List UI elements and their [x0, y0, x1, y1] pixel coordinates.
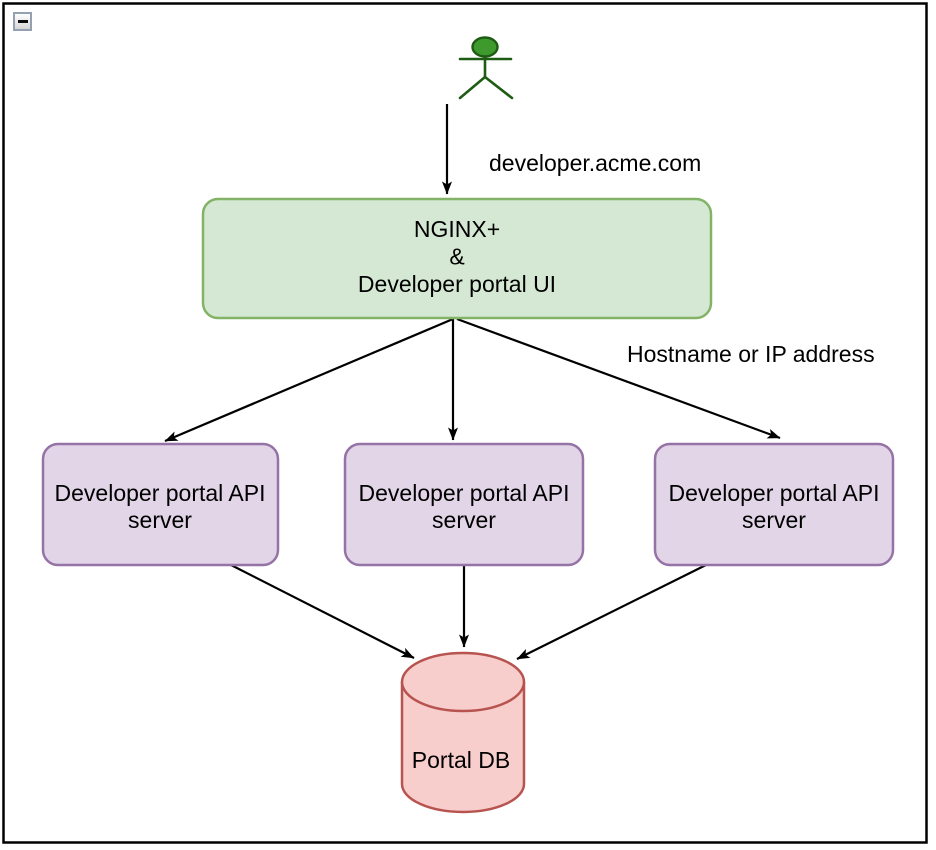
api-server-3-label-line2: server: [742, 507, 806, 533]
api-server-2-label-line2: server: [432, 507, 496, 533]
hostname-edge-label: Hostname or IP address: [627, 341, 875, 367]
actor-left-leg-icon: [458, 75, 487, 100]
api-server-node-1[interactable]: Developer portal API server: [41, 442, 280, 567]
api-server-1-label-line2: server: [128, 507, 192, 533]
db-cylinder-body[interactable]: [400, 682, 526, 814]
db-label: Portal DB: [412, 747, 510, 773]
nginx-label-line2: &: [449, 244, 464, 270]
actor-head-icon: [471, 36, 499, 58]
portal-db-node[interactable]: Portal DB: [400, 651, 526, 814]
api-server-3-shape[interactable]: [653, 442, 895, 567]
request-domain-label: developer.acme.com: [489, 150, 701, 176]
nginx-label-line1: NGINX+: [414, 216, 500, 242]
api-server-1-label-line1: Developer portal API: [55, 480, 266, 506]
api-server-3-label-line1: Developer portal API: [669, 480, 880, 506]
nginx-label-line3: Developer portal UI: [358, 271, 556, 297]
edge-api3-to-db: [516, 564, 707, 660]
api-server-2-shape[interactable]: [343, 442, 585, 567]
edge-api1-to-db: [230, 564, 415, 659]
api-server-1-shape[interactable]: [41, 442, 280, 567]
edge-nginx-to-api1: [164, 317, 454, 443]
api-server-node-3[interactable]: Developer portal API server: [653, 442, 895, 567]
db-cylinder-top[interactable]: [400, 651, 526, 713]
edge-nginx-to-api3: [456, 317, 781, 440]
nginx-portal-ui-node[interactable]: NGINX+ & Developer portal UI: [201, 197, 713, 320]
api-server-2-label-line1: Developer portal API: [359, 480, 570, 506]
collapse-button[interactable]: [13, 12, 32, 31]
api-server-node-2[interactable]: Developer portal API server: [343, 442, 585, 567]
edges: [164, 104, 781, 660]
nginx-node-shape[interactable]: [201, 197, 713, 320]
user-actor-node[interactable]: [458, 36, 514, 100]
minus-icon: [17, 20, 28, 23]
actor-right-leg-icon: [483, 75, 514, 100]
